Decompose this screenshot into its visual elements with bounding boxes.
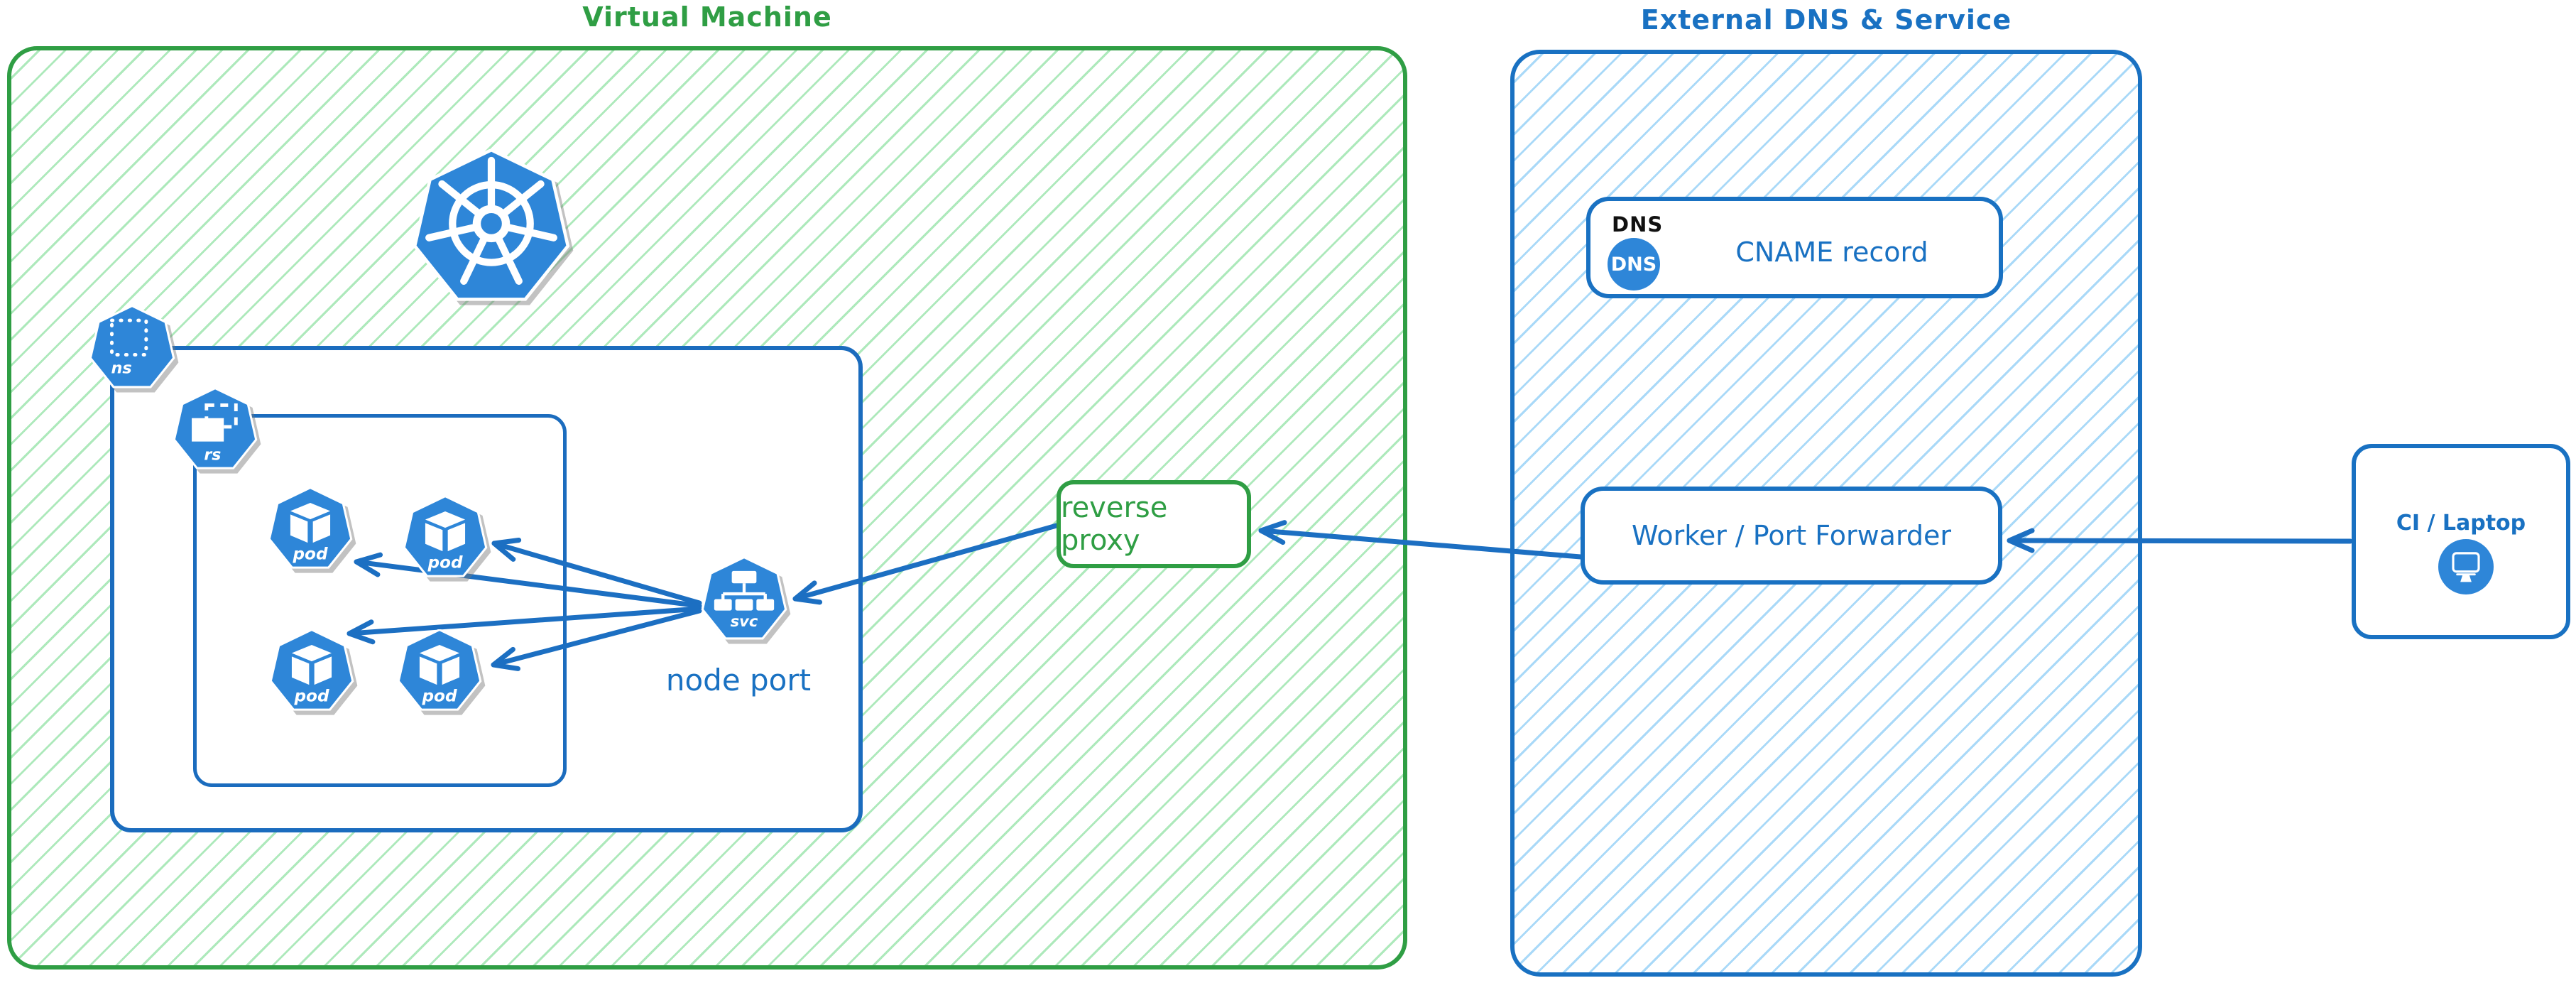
pod-icon-label: pod: [293, 686, 329, 705]
external-dns-title: External DNS & Service: [1640, 4, 2012, 36]
monitor-icon-glyph: [2452, 552, 2480, 582]
pod-icon-3: pod: [269, 629, 354, 711]
reverse-proxy-label: reverse proxy: [1061, 492, 1168, 557]
replicaset-icon: rs: [173, 388, 258, 469]
dns-cname-card: DNS DNS CNAME record: [1586, 197, 2003, 298]
ci-laptop-label: CI / Laptop: [2396, 511, 2526, 536]
pod-icon-label: pod: [292, 544, 328, 563]
dns-icon-text: DNS: [1610, 253, 1657, 276]
service-icon: svc: [701, 557, 787, 640]
pod-icon-2: pod: [403, 496, 488, 577]
pod-icon-4: pod: [397, 629, 482, 711]
node-port-caption: node port: [665, 663, 812, 697]
kubernetes-icon: [413, 149, 570, 301]
dns-tag: DNS: [1612, 212, 1664, 237]
replicaset-icon-label: rs: [204, 446, 221, 464]
service-icon-label: svc: [731, 612, 758, 630]
virtual-machine-title: Virtual Machine: [582, 1, 832, 33]
namespace-icon-label: ns: [111, 359, 132, 377]
cname-record-label: CNAME record: [1735, 236, 1928, 268]
namespace-icon: ns: [89, 305, 175, 389]
reverse-proxy-box: reverse proxy: [1057, 480, 1251, 568]
worker-port-forwarder-box: Worker / Port Forwarder: [1581, 487, 2002, 585]
pod-icon-label: pod: [421, 686, 457, 705]
dns-icon: DNS: [1608, 238, 1660, 290]
pod-icon-label: pod: [427, 553, 463, 572]
worker-port-forwarder-label: Worker / Port Forwarder: [1631, 520, 1952, 551]
ci-laptop-box: CI / Laptop: [2352, 444, 2570, 639]
pod-icon-1: pod: [268, 487, 353, 569]
monitor-icon: [2438, 539, 2494, 594]
